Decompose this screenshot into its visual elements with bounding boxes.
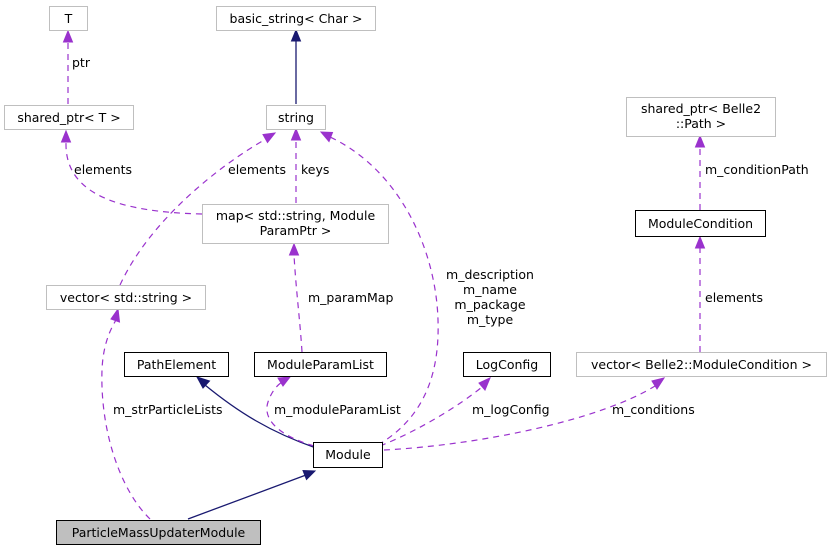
- label-keys: keys: [301, 162, 329, 177]
- node-shared-ptr-path-line1: shared_ptr< Belle2: [641, 101, 761, 116]
- node-module-label: Module: [325, 447, 371, 462]
- node-shared-ptr-t-label: shared_ptr< T >: [17, 110, 120, 125]
- label-m-description: m_description: [446, 267, 534, 282]
- use-arrow-t: [62, 29, 74, 43]
- node-t-label: T: [64, 11, 73, 26]
- edge-m-logconfig: [379, 386, 483, 447]
- edge-m-parammap: [293, 254, 303, 353]
- use-arrow-vector-string: [110, 307, 121, 323]
- edge-m-conditions: [383, 385, 656, 451]
- node-vector-string-label: vector< std::string >: [60, 290, 192, 305]
- use-arrow-shared-ptr-path: [694, 134, 706, 148]
- node-map[interactable]: map< std::string, Module ParamPtr >: [202, 204, 389, 244]
- node-module-condition-label: ModuleCondition: [648, 216, 753, 231]
- use-arrow-moduleparamlist: [277, 376, 292, 387]
- use-arrow-string-elements: [262, 132, 277, 144]
- node-focus-particle-mass-updater-module[interactable]: ParticleMassUpdaterModule: [56, 520, 261, 545]
- label-m-parammap: m_paramMap: [308, 290, 393, 305]
- label-m-package: m_package: [454, 297, 526, 312]
- use-arrow-logconfig: [478, 377, 491, 391]
- edge-focus-to-module: [187, 474, 307, 520]
- node-vector-condition-label: vector< Belle2::ModuleCondition >: [591, 357, 812, 372]
- use-arrow-string-keys: [290, 127, 302, 141]
- node-vector-string[interactable]: vector< std::string >: [46, 285, 206, 310]
- edge-elements-left: [65, 142, 203, 215]
- use-arrow-shared-ptr-t: [60, 129, 72, 143]
- node-path-element[interactable]: PathElement: [124, 352, 229, 377]
- node-t[interactable]: T: [49, 6, 88, 31]
- use-arrow-vector-condition: [651, 377, 666, 390]
- label-m-name: m_name: [463, 282, 517, 297]
- node-shared-ptr-path-line2: ::Path >: [676, 116, 726, 131]
- node-string-label: string: [278, 110, 314, 125]
- node-log-config[interactable]: LogConfig: [463, 352, 551, 377]
- node-module-param-list-label: ModuleParamList: [267, 357, 374, 372]
- label-m-conditions: m_conditions: [612, 402, 695, 417]
- label-m-type: m_type: [467, 312, 514, 327]
- label-m-moduleparamlist: m_moduleParamList: [274, 402, 401, 417]
- node-module-condition[interactable]: ModuleCondition: [635, 210, 766, 237]
- label-ptr: ptr: [72, 55, 91, 70]
- label-m-conditionpath: m_conditionPath: [705, 162, 809, 177]
- node-log-config-label: LogConfig: [476, 357, 538, 372]
- edge-module-to-pathelement: [204, 384, 317, 449]
- edge-elements-mid: [119, 138, 267, 286]
- edge-m-moduleparamlist: [266, 381, 315, 447]
- inherit-arrow-basic-string: [290, 28, 302, 42]
- inherit-arrow-module: [302, 469, 317, 481]
- node-path-element-label: PathElement: [137, 357, 216, 372]
- edge-m-description: [329, 136, 439, 446]
- label-m-logconfig: m_logConfig: [472, 402, 550, 417]
- node-vector-condition[interactable]: vector< Belle2::ModuleCondition >: [576, 352, 827, 377]
- use-arrow-string-description: [319, 131, 334, 143]
- use-arrow-modulecondition: [694, 235, 706, 249]
- inherit-arrow-pathelement: [195, 376, 211, 389]
- node-basic-string-label: basic_string< Char >: [230, 11, 363, 26]
- use-arrow-map: [288, 242, 300, 256]
- node-map-line2: ParamPtr >: [260, 223, 332, 238]
- node-module[interactable]: Module: [313, 442, 383, 468]
- label-elements-right: elements: [705, 290, 763, 305]
- node-module-param-list[interactable]: ModuleParamList: [254, 352, 387, 377]
- node-shared-ptr-t[interactable]: shared_ptr< T >: [4, 105, 134, 130]
- label-elements-left: elements: [74, 162, 132, 177]
- node-map-line1: map< std::string, Module: [216, 208, 376, 223]
- label-elements-mid: elements: [228, 162, 286, 177]
- label-m-description-group: m_description m_name m_package m_type: [446, 267, 534, 327]
- node-string[interactable]: string: [266, 105, 326, 130]
- node-shared-ptr-path[interactable]: shared_ptr< Belle2 ::Path >: [626, 97, 776, 137]
- node-basic-string[interactable]: basic_string< Char >: [216, 6, 376, 31]
- node-focus-label: ParticleMassUpdaterModule: [72, 525, 246, 540]
- edge-m-strparticlelists: [101, 319, 151, 520]
- label-m-strparticlelists: m_strParticleLists: [113, 402, 223, 417]
